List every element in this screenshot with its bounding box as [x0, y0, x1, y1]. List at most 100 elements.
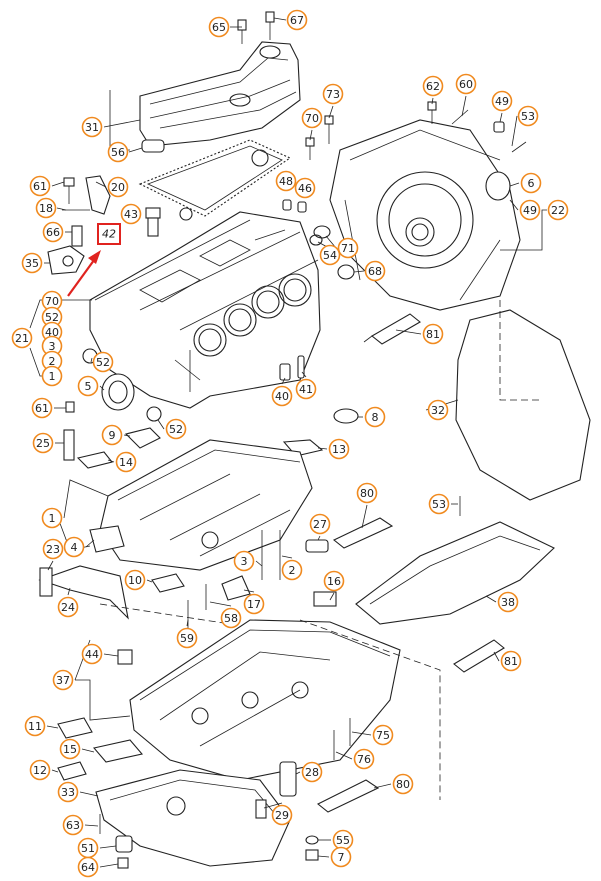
callout-16[interactable]: 16: [323, 570, 345, 592]
callout-53[interactable]: 53: [428, 493, 450, 515]
callout-28[interactable]: 28: [301, 761, 323, 783]
callout-73[interactable]: 73: [322, 83, 344, 105]
callout-circle: [271, 804, 293, 826]
callout-7[interactable]: 7: [330, 846, 352, 868]
callout-49[interactable]: 49: [491, 90, 513, 112]
callout-4[interactable]: 4: [63, 536, 85, 558]
callout-circle: [120, 203, 142, 225]
callout-55[interactable]: 55: [332, 829, 354, 851]
callout-75[interactable]: 75: [372, 724, 394, 746]
callout-65[interactable]: 65: [208, 16, 230, 38]
callout-number: 44: [85, 648, 99, 661]
callout-1[interactable]: 1: [41, 507, 63, 529]
callout-68[interactable]: 68: [364, 260, 386, 282]
callout-81[interactable]: 81: [500, 650, 522, 672]
seal-5: [101, 373, 135, 411]
callout-6[interactable]: 6: [520, 172, 542, 194]
callout-66[interactable]: 66: [42, 221, 64, 243]
callout-3[interactable]: 3: [233, 550, 255, 572]
callout-18[interactable]: 18: [35, 197, 57, 219]
callout-52[interactable]: 52: [165, 418, 187, 440]
callout-number: 80: [396, 778, 410, 791]
callout-1[interactable]: 1: [41, 365, 63, 387]
callout-number: 21: [15, 332, 29, 345]
callout-70[interactable]: 70: [41, 290, 63, 312]
callout-51[interactable]: 51: [77, 837, 99, 859]
callout-2[interactable]: 2: [281, 559, 303, 581]
callout-14[interactable]: 14: [115, 451, 137, 473]
callout-number: 53: [432, 498, 446, 511]
highlighted-part-42[interactable]: 42: [97, 223, 121, 245]
callout-circle: [275, 170, 297, 192]
callout-10[interactable]: 10: [124, 569, 146, 591]
callout-17[interactable]: 17: [243, 593, 265, 615]
callout-81[interactable]: 81: [422, 323, 444, 345]
callout-52[interactable]: 52: [92, 351, 114, 373]
callout-59[interactable]: 59: [176, 627, 198, 649]
callout-number: 52: [96, 356, 110, 369]
deflector-24: [38, 565, 129, 620]
callout-22[interactable]: 22: [547, 199, 569, 221]
callout-63[interactable]: 63: [62, 814, 84, 836]
callout-43[interactable]: 43: [120, 203, 142, 225]
callout-20[interactable]: 20: [107, 176, 129, 198]
callout-70[interactable]: 70: [301, 107, 323, 129]
callout-61[interactable]: 61: [29, 175, 51, 197]
callout-67[interactable]: 67: [286, 9, 308, 31]
callout-37[interactable]: 37: [52, 669, 74, 691]
callout-76[interactable]: 76: [353, 748, 375, 770]
callout-2[interactable]: 2: [41, 350, 63, 372]
callout-circle: [233, 550, 255, 572]
callout-71[interactable]: 71: [337, 237, 359, 259]
callout-5[interactable]: 5: [77, 375, 99, 397]
callout-23[interactable]: 23: [42, 538, 64, 560]
callout-41[interactable]: 41: [295, 378, 317, 400]
callout-number: 16: [327, 575, 341, 588]
callout-48[interactable]: 48: [275, 170, 297, 192]
seal-55: [305, 835, 319, 845]
callout-13[interactable]: 13: [328, 438, 350, 460]
callout-number: 22: [551, 204, 565, 217]
callout-number: 61: [35, 402, 49, 415]
callout-number: 15: [63, 743, 77, 756]
callout-64[interactable]: 64: [77, 856, 99, 878]
callout-27[interactable]: 27: [309, 513, 331, 535]
callout-number: 67: [290, 14, 304, 27]
callout-53[interactable]: 53: [517, 105, 539, 127]
callout-number: 29: [275, 809, 289, 822]
callout-32[interactable]: 32: [427, 399, 449, 421]
callout-circle: [301, 761, 323, 783]
callout-number: 56: [111, 146, 125, 159]
callout-number: 62: [426, 80, 440, 93]
callout-56[interactable]: 56: [107, 141, 129, 163]
callout-11[interactable]: 11: [24, 715, 46, 737]
callout-35[interactable]: 35: [21, 252, 43, 274]
callout-54[interactable]: 54: [319, 244, 341, 266]
callout-58[interactable]: 58: [220, 607, 242, 629]
callout-8[interactable]: 8: [364, 406, 386, 428]
callout-46[interactable]: 46: [294, 177, 316, 199]
callout-9[interactable]: 9: [101, 424, 123, 446]
callout-62[interactable]: 62: [422, 75, 444, 97]
callout-80[interactable]: 80: [356, 482, 378, 504]
callout-31[interactable]: 31: [81, 116, 103, 138]
callout-38[interactable]: 38: [497, 591, 519, 613]
callout-15[interactable]: 15: [59, 738, 81, 760]
alignment-line: [499, 300, 540, 401]
callout-44[interactable]: 44: [81, 643, 103, 665]
callout-52[interactable]: 52: [41, 306, 63, 328]
callout-49[interactable]: 49: [519, 199, 541, 221]
callout-21[interactable]: 21: [11, 327, 33, 349]
callout-12[interactable]: 12: [29, 759, 51, 781]
callout-24[interactable]: 24: [57, 596, 79, 618]
callout-40[interactable]: 40: [41, 321, 63, 343]
callout-circle: [294, 177, 316, 199]
callout-29[interactable]: 29: [271, 804, 293, 826]
callout-number: 11: [28, 720, 42, 733]
callout-80[interactable]: 80: [392, 773, 414, 795]
callout-33[interactable]: 33: [57, 781, 79, 803]
callout-60[interactable]: 60: [455, 73, 477, 95]
callout-40[interactable]: 40: [271, 385, 293, 407]
callout-25[interactable]: 25: [32, 432, 54, 454]
callout-61[interactable]: 61: [31, 397, 53, 419]
